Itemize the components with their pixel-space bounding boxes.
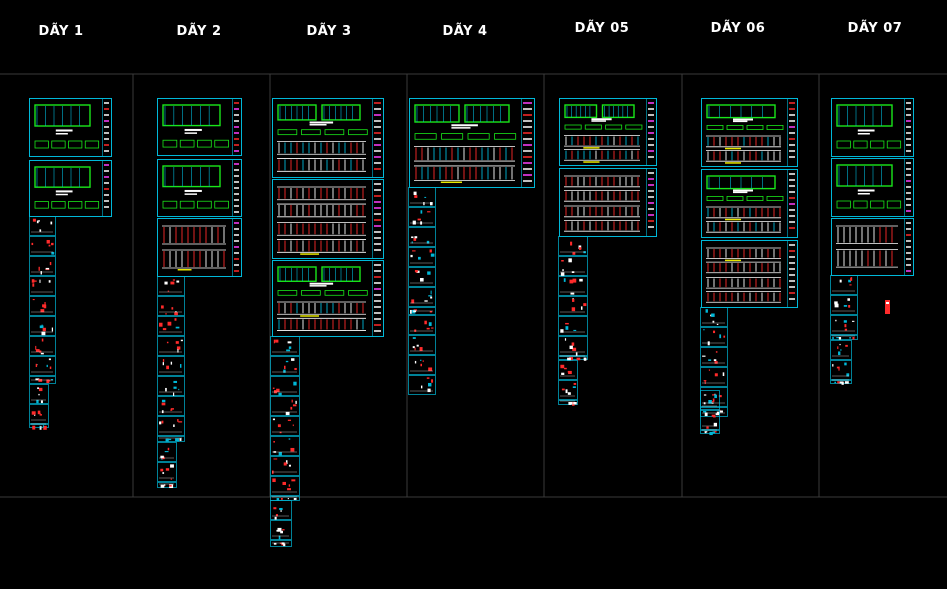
detail-sheet-strip[interactable]	[270, 336, 300, 501]
drawing-sheet[interactable]	[559, 98, 657, 166]
drawing-sheet[interactable]	[29, 98, 112, 157]
drawing-sheet[interactable]	[559, 168, 657, 237]
drawing-sheet[interactable]	[272, 260, 384, 337]
column-title-day-1: DÃY 1	[38, 24, 84, 39]
detail-sheet-strip[interactable]	[830, 340, 852, 385]
detail-sheet-strip[interactable]	[408, 187, 436, 315]
detail-sheet-strip[interactable]	[408, 315, 436, 395]
detail-sheet-strip[interactable]	[157, 442, 177, 489]
drawing-sheets	[29, 98, 914, 547]
column-title-day-4: DÃY 4	[442, 24, 488, 39]
drawing-sheet[interactable]	[157, 98, 242, 156]
detail-sheet-strip[interactable]	[830, 275, 858, 340]
stray-red-marker	[885, 300, 890, 314]
detail-sheet-strip[interactable]	[700, 390, 720, 436]
column-title-day-2: DÃY 2	[176, 24, 222, 39]
drawing-sheet[interactable]	[409, 98, 535, 188]
drawing-sheet[interactable]	[157, 159, 242, 217]
detail-sheet-strip[interactable]	[29, 384, 49, 430]
column-title-day-07: DÃY 07	[847, 21, 903, 36]
drawing-sheet[interactable]	[831, 98, 914, 157]
drawing-sheet[interactable]	[831, 218, 914, 276]
drawing-sheet[interactable]	[701, 240, 798, 308]
column-grid	[0, 73, 947, 498]
drawing-sheet[interactable]	[272, 98, 384, 178]
detail-sheet-strip[interactable]	[558, 360, 578, 406]
detail-sheet-strip[interactable]	[558, 236, 588, 361]
drawing-sheet[interactable]	[157, 218, 242, 277]
column-title-day-3: DÃY 3	[306, 24, 352, 39]
detail-sheet-strip[interactable]	[157, 276, 185, 442]
column-title-day-05: DÃY 05	[574, 21, 630, 36]
drawing-sheet[interactable]	[701, 98, 798, 167]
drawing-sheet[interactable]	[701, 169, 798, 238]
column-title-day-06: DÃY 06	[710, 21, 766, 36]
detail-sheet-strip[interactable]	[270, 500, 292, 547]
drawing-sheet[interactable]	[272, 179, 384, 259]
drawing-sheet[interactable]	[29, 160, 112, 217]
detail-sheet-strip[interactable]	[29, 216, 56, 384]
drawing-sheet[interactable]	[831, 158, 914, 217]
